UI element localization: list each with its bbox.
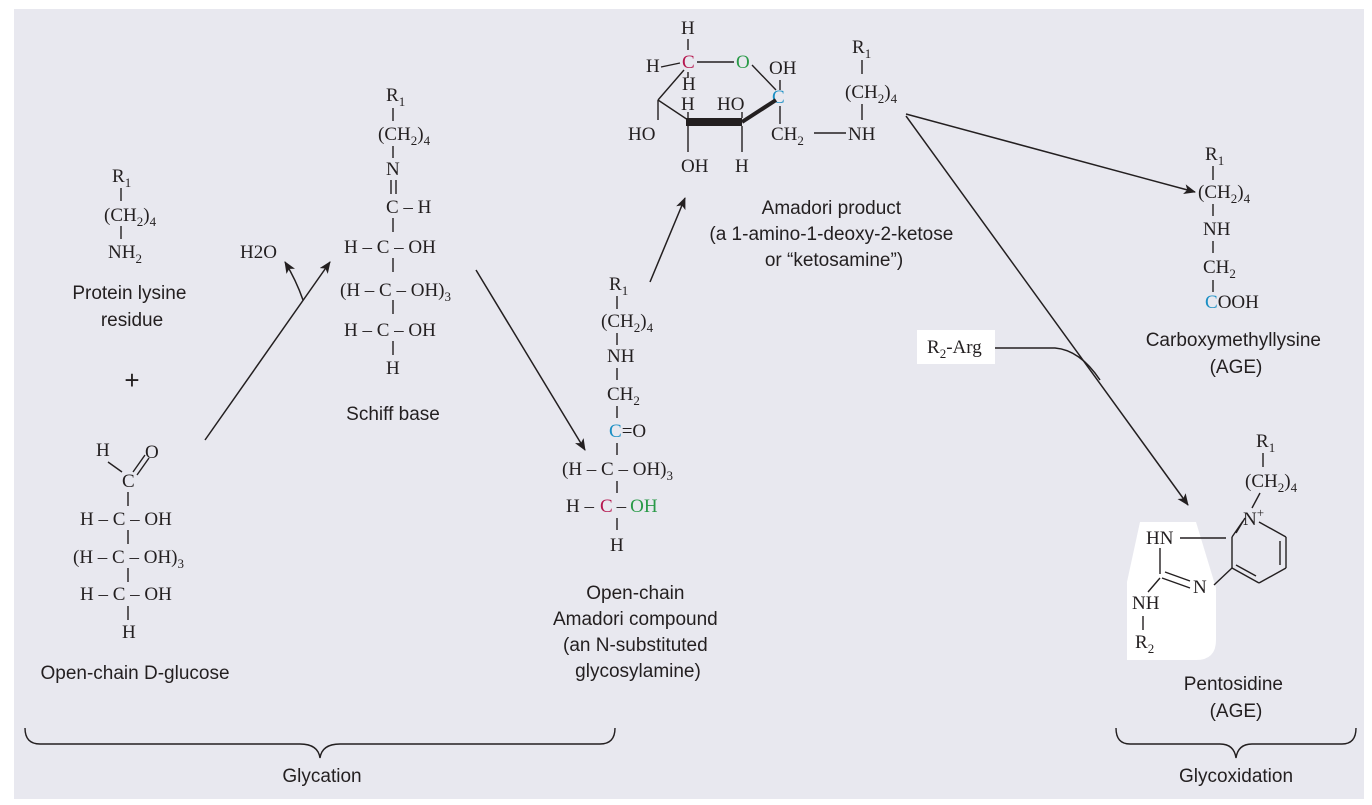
svg-text:CH2: CH2 [1203, 257, 1236, 281]
svg-text:H –C–OH: H –C–OH [566, 496, 658, 517]
svg-text:R2: R2 [1135, 632, 1154, 656]
r2-arg-box [917, 330, 995, 364]
svg-text:R1: R1 [112, 166, 131, 190]
svg-text:CH2: CH2 [607, 384, 640, 408]
svg-text:H – C – OH: H – C – OH [344, 320, 436, 341]
svg-text:H: H [122, 622, 136, 643]
glucose-structure: H O C H – C – OH (H – C – OH)3 H – C – O… [73, 440, 184, 643]
svg-text:NH: NH [848, 124, 876, 145]
carboxymethyllysine-label: Carboxymethyllysine (AGE) [1146, 330, 1327, 378]
svg-text:H: H [386, 358, 400, 379]
glycation-label: Glycation [282, 766, 361, 787]
svg-text:(CH2)4: (CH2)4 [104, 205, 157, 229]
svg-text:C: C [682, 52, 695, 73]
svg-text:(CH2)4: (CH2)4 [601, 311, 654, 335]
arrow-to-carboxymethyllysine [905, 113, 1196, 194]
arrow-schiff-to-amadori [475, 269, 586, 451]
water-label: H2O [240, 242, 277, 263]
carboxymethyllysine-structure: R1 (CH2)4 NH CH2 COOH [1198, 144, 1259, 313]
svg-text:R1: R1 [386, 85, 405, 109]
svg-text:NH: NH [1132, 593, 1160, 614]
open-chain-amadori-structure: R1 (CH2)4 NH CH2 C=O (H – C – OH)3 H –C–… [562, 274, 673, 556]
svg-text:HO: HO [628, 124, 655, 145]
diagram-background [14, 9, 1364, 799]
glycation-brace [24, 727, 616, 759]
plus-sign: + [124, 365, 139, 395]
pentosidine-structure: R1 (CH2)4 N+ HN N NH R2 [1132, 431, 1298, 656]
svg-text:CH2: CH2 [771, 124, 804, 148]
arrow-water-release [284, 261, 304, 301]
arrow-glucose-to-schiff [204, 261, 331, 441]
svg-text:N: N [1193, 577, 1207, 598]
svg-text:R1: R1 [1205, 144, 1224, 168]
svg-text:H: H [681, 94, 695, 115]
svg-text:C – H: C – H [386, 197, 432, 218]
svg-text:COOH: COOH [1205, 292, 1259, 313]
svg-text:R1: R1 [609, 274, 628, 298]
svg-text:(CH2)4: (CH2)4 [378, 124, 431, 148]
schiff-base-label: Schiff base [346, 404, 440, 425]
svg-text:H: H [735, 156, 749, 177]
open-chain-amadori-label: Open-chain Amadori compound (an N-substi… [553, 583, 723, 682]
protein-lysine-label: Protein lysine residue [72, 283, 191, 331]
glucose-label: Open-chain D-glucose [40, 663, 229, 684]
svg-text:H: H [682, 74, 696, 95]
lysine-structure: R1 (CH2)4 NH2 [104, 166, 157, 266]
svg-text:(CH2)4: (CH2)4 [1198, 182, 1251, 206]
amadori-ring-structure: H H C O H C OH H HO HO OH H CH2 NH (CH2)… [628, 18, 898, 177]
svg-text:NH: NH [607, 346, 635, 367]
svg-text:R1: R1 [1256, 431, 1275, 455]
svg-text:O: O [736, 52, 750, 73]
svg-text:H – C – OH: H – C – OH [80, 509, 172, 530]
svg-text:NH2: NH2 [108, 242, 142, 266]
svg-text:HN: HN [1146, 528, 1174, 549]
svg-text:H – C – OH: H – C – OH [344, 237, 436, 258]
svg-text:(CH2)4: (CH2)4 [845, 82, 898, 106]
arg-highlight [1127, 522, 1216, 660]
svg-text:(CH2)4: (CH2)4 [1245, 471, 1298, 495]
svg-text:NH: NH [1203, 219, 1231, 240]
schiff-base-structure: R1 (CH2)4 N C – H H – C – OH (H – C – OH… [340, 85, 451, 379]
svg-text:C: C [122, 471, 135, 492]
svg-text:(H – C – OH)3: (H – C – OH)3 [562, 459, 673, 483]
svg-text:H: H [610, 535, 624, 556]
glycoxidation-brace [1115, 727, 1357, 759]
r2-arg-label: R2-Arg [927, 337, 982, 361]
svg-text:(H – C – OH)3: (H – C – OH)3 [73, 547, 184, 571]
svg-text:N: N [386, 159, 400, 180]
svg-text:C=O: C=O [609, 421, 646, 442]
svg-text:HO: HO [717, 94, 744, 115]
svg-text:H – C – OH: H – C – OH [80, 584, 172, 605]
arrow-to-pentosidine [905, 115, 1189, 506]
glycoxidation-label: Glycoxidation [1179, 766, 1293, 787]
svg-text:(H – C – OH)3: (H – C – OH)3 [340, 280, 451, 304]
svg-text:C: C [772, 87, 785, 108]
svg-text:N+: N+ [1243, 505, 1264, 530]
svg-text:H: H [681, 18, 695, 39]
svg-text:R1: R1 [852, 37, 871, 61]
pentosidine-label: Pentosidine (AGE) [1184, 674, 1289, 722]
svg-text:H: H [96, 440, 110, 461]
svg-text:OH: OH [681, 156, 709, 177]
arrow-to-amadori-product [649, 197, 686, 283]
svg-text:OH: OH [769, 58, 797, 79]
amadori-product-label: Amadori product (a 1-amino-1-deoxy-2-ket… [709, 198, 958, 271]
svg-text:H: H [646, 56, 660, 77]
arrow-r2-arg-join [995, 347, 1101, 381]
